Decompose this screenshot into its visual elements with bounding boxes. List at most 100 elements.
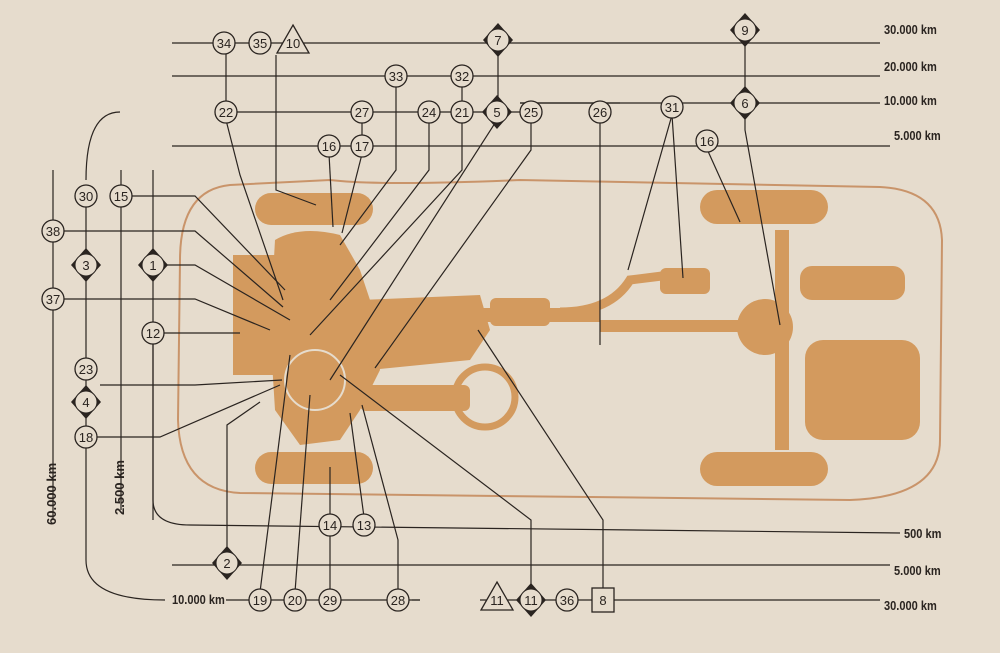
callout-label: 37 [46, 292, 60, 307]
leader-line [60, 298, 271, 331]
leader-line [128, 195, 286, 291]
callout-circle-12: 12 [141, 321, 165, 345]
callout-label: 34 [217, 36, 231, 51]
clutch-housing [284, 349, 346, 411]
callout-circle-15: 15 [109, 184, 133, 208]
leader-line [225, 119, 284, 301]
leader-line [361, 404, 399, 592]
leader-line [60, 230, 284, 308]
callout-label: 23 [79, 362, 93, 377]
leader-line [294, 394, 311, 593]
callout-label: 15 [114, 189, 128, 204]
rear-silencer [800, 266, 905, 300]
callout-label: 21 [455, 105, 469, 120]
leader-line [477, 329, 604, 592]
callout-circle-21: 21 [450, 100, 474, 124]
callout-label: 2 [223, 556, 230, 571]
callout-diamond-7: 7 [483, 23, 513, 57]
callout-square-8: 8 [591, 587, 615, 613]
callout-circle-30: 30 [74, 184, 98, 208]
callout-label: 11 [524, 593, 538, 608]
callout-label: 5 [493, 105, 500, 120]
callout-diamond-3: 3 [71, 248, 101, 282]
callout-label: 22 [219, 105, 233, 120]
gearbox [360, 295, 490, 370]
leader-line [328, 153, 334, 228]
callout-diamond-9: 9 [730, 13, 760, 47]
callout-label: 16 [322, 139, 336, 154]
callout-circle-36: 36 [555, 588, 579, 612]
callout-circle-17: 17 [350, 134, 374, 158]
interval-label-5000-bottom: 5.000 km [894, 563, 941, 578]
leader-line [309, 120, 463, 336]
callout-circle-26: 26 [588, 100, 612, 124]
callout-label: 10 [286, 36, 300, 51]
callout-label: 25 [524, 105, 538, 120]
callout-label: 17 [355, 139, 369, 154]
leader-line [349, 412, 365, 518]
callout-label: 13 [357, 518, 371, 533]
callout-circle-20: 20 [283, 588, 307, 612]
leader-line [339, 374, 532, 592]
callout-triangle-10: 10 [275, 23, 311, 54]
fuel-tank [805, 340, 920, 440]
callout-diamond-11: 11 [516, 583, 546, 617]
leader-line [85, 205, 166, 601]
interval-label-2500: 2.500 km [112, 460, 127, 515]
callout-label: 36 [560, 593, 574, 608]
callout-circle-18: 18 [74, 425, 98, 449]
leader-line [329, 119, 498, 381]
car-chassis-illustration [176, 178, 944, 502]
callout-label: 4 [82, 395, 89, 410]
callout-label: 12 [146, 326, 160, 341]
callout-circle-23: 23 [74, 357, 98, 381]
interval-label-500: 500 km [904, 526, 942, 541]
leader-line [160, 264, 291, 321]
leader-line [374, 120, 532, 369]
interval-label-30000-bottom: 30.000 km [884, 598, 937, 613]
callout-label: 27 [355, 105, 369, 120]
callout-label: 33 [389, 69, 403, 84]
leader-line [275, 55, 317, 206]
front-right-wheel [255, 452, 373, 484]
callout-circle-16: 16 [695, 129, 719, 153]
callout-circle-29: 29 [318, 588, 342, 612]
interval-label-10000-bottom: 10.000 km [172, 592, 225, 607]
callout-label: 30 [79, 189, 93, 204]
callout-circle-37: 37 [41, 287, 65, 311]
callout-circle-13: 13 [352, 513, 376, 537]
callout-label: 31 [665, 100, 679, 115]
callout-label: 11 [490, 593, 504, 608]
leader-line [86, 384, 281, 438]
callout-circle-34: 34 [212, 31, 236, 55]
leader-line [152, 340, 901, 534]
callout-label: 16 [700, 134, 714, 149]
callout-label: 24 [422, 105, 436, 120]
callout-diamond-2: 2 [212, 546, 242, 580]
callout-label: 3 [82, 258, 89, 273]
leader-line [627, 114, 684, 279]
rear-right-wheel [700, 452, 828, 486]
callout-circle-22: 22 [214, 100, 238, 124]
callout-label: 35 [253, 36, 267, 51]
callout-circle-14: 14 [318, 513, 342, 537]
callout-diamond-5: 5 [482, 95, 512, 129]
callout-label: 29 [323, 593, 337, 608]
interval-label-30000-top: 30.000 km [884, 22, 937, 37]
interval-label-60000: 60.000 km [44, 462, 59, 525]
steering-wheel [451, 363, 519, 431]
car-body-outline [176, 178, 944, 502]
rear-muffler [660, 268, 710, 294]
callout-label: 28 [391, 593, 405, 608]
callout-label: 38 [46, 224, 60, 239]
callout-circle-31: 31 [660, 95, 684, 119]
leader-line [329, 120, 430, 301]
callout-circle-28: 28 [386, 588, 410, 612]
callout-circle-24: 24 [417, 100, 441, 124]
leader-line [706, 148, 741, 223]
callout-circle-25: 25 [519, 100, 543, 124]
callout-circle-27: 27 [350, 100, 374, 124]
rear-axle-beam [775, 230, 789, 450]
callout-circle-16: 16 [317, 134, 341, 158]
callout-circle-33: 33 [384, 64, 408, 88]
